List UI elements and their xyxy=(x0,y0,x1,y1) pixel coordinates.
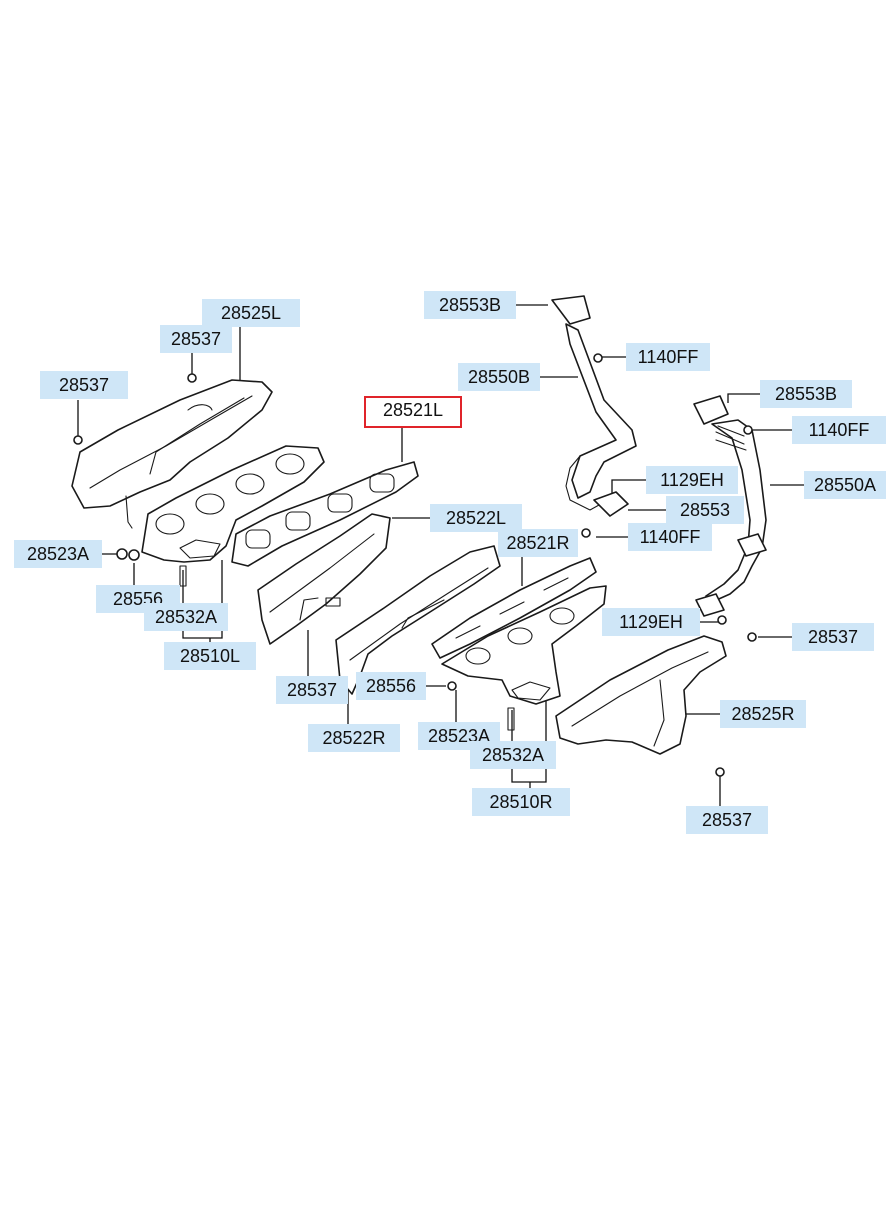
label-28532A-left[interactable]: 28532A xyxy=(144,603,228,631)
label-28550B[interactable]: 28550B xyxy=(458,363,540,391)
label-28550A[interactable]: 28550A xyxy=(804,471,886,499)
manifold-right xyxy=(441,585,607,731)
heat-shield-left xyxy=(71,379,273,529)
label-28522R[interactable]: 28522R xyxy=(308,724,400,752)
label-1140FF-a[interactable]: 1140FF xyxy=(626,343,710,371)
label-1140FF-b[interactable]: 1140FF xyxy=(792,416,886,444)
label-28510R[interactable]: 28510R xyxy=(472,788,570,816)
label-1129EH-a[interactable]: 1129EH xyxy=(646,466,738,494)
label-1129EH-b[interactable]: 1129EH xyxy=(602,608,700,636)
label-28556-mid[interactable]: 28556 xyxy=(356,672,426,700)
label-28521R[interactable]: 28521R xyxy=(498,529,578,557)
label-1140FF-c[interactable]: 1140FF xyxy=(628,523,712,551)
label-28537-d[interactable]: 28537 xyxy=(276,676,348,704)
lower-shield-right xyxy=(335,545,501,695)
label-28537-b[interactable]: 28537 xyxy=(40,371,128,399)
label-28553B-top[interactable]: 28553B xyxy=(424,291,516,319)
pipe-28550B xyxy=(551,295,637,538)
label-28510L[interactable]: 28510L xyxy=(164,642,256,670)
label-28521L[interactable]: 28521L xyxy=(364,396,462,428)
bolts-left xyxy=(73,373,197,561)
manifold-left xyxy=(141,445,325,587)
pipe-28550A xyxy=(693,395,767,625)
label-28523A-left[interactable]: 28523A xyxy=(14,540,102,568)
label-28553[interactable]: 28553 xyxy=(666,496,744,524)
label-28525L[interactable]: 28525L xyxy=(202,299,300,327)
label-28525R[interactable]: 28525R xyxy=(720,700,806,728)
label-28537-c[interactable]: 28537 xyxy=(792,623,874,651)
gasket-left xyxy=(231,461,419,567)
label-28532A-mid[interactable]: 28532A xyxy=(470,741,556,769)
label-28537-a[interactable]: 28537 xyxy=(160,325,232,353)
label-28553B-right[interactable]: 28553B xyxy=(760,380,852,408)
lower-shield-left xyxy=(257,513,391,645)
heat-shield-right xyxy=(447,632,757,777)
gasket-right xyxy=(431,557,597,659)
label-28522L[interactable]: 28522L xyxy=(430,504,522,532)
leader-lines xyxy=(77,304,804,806)
label-28537-e[interactable]: 28537 xyxy=(686,806,768,834)
